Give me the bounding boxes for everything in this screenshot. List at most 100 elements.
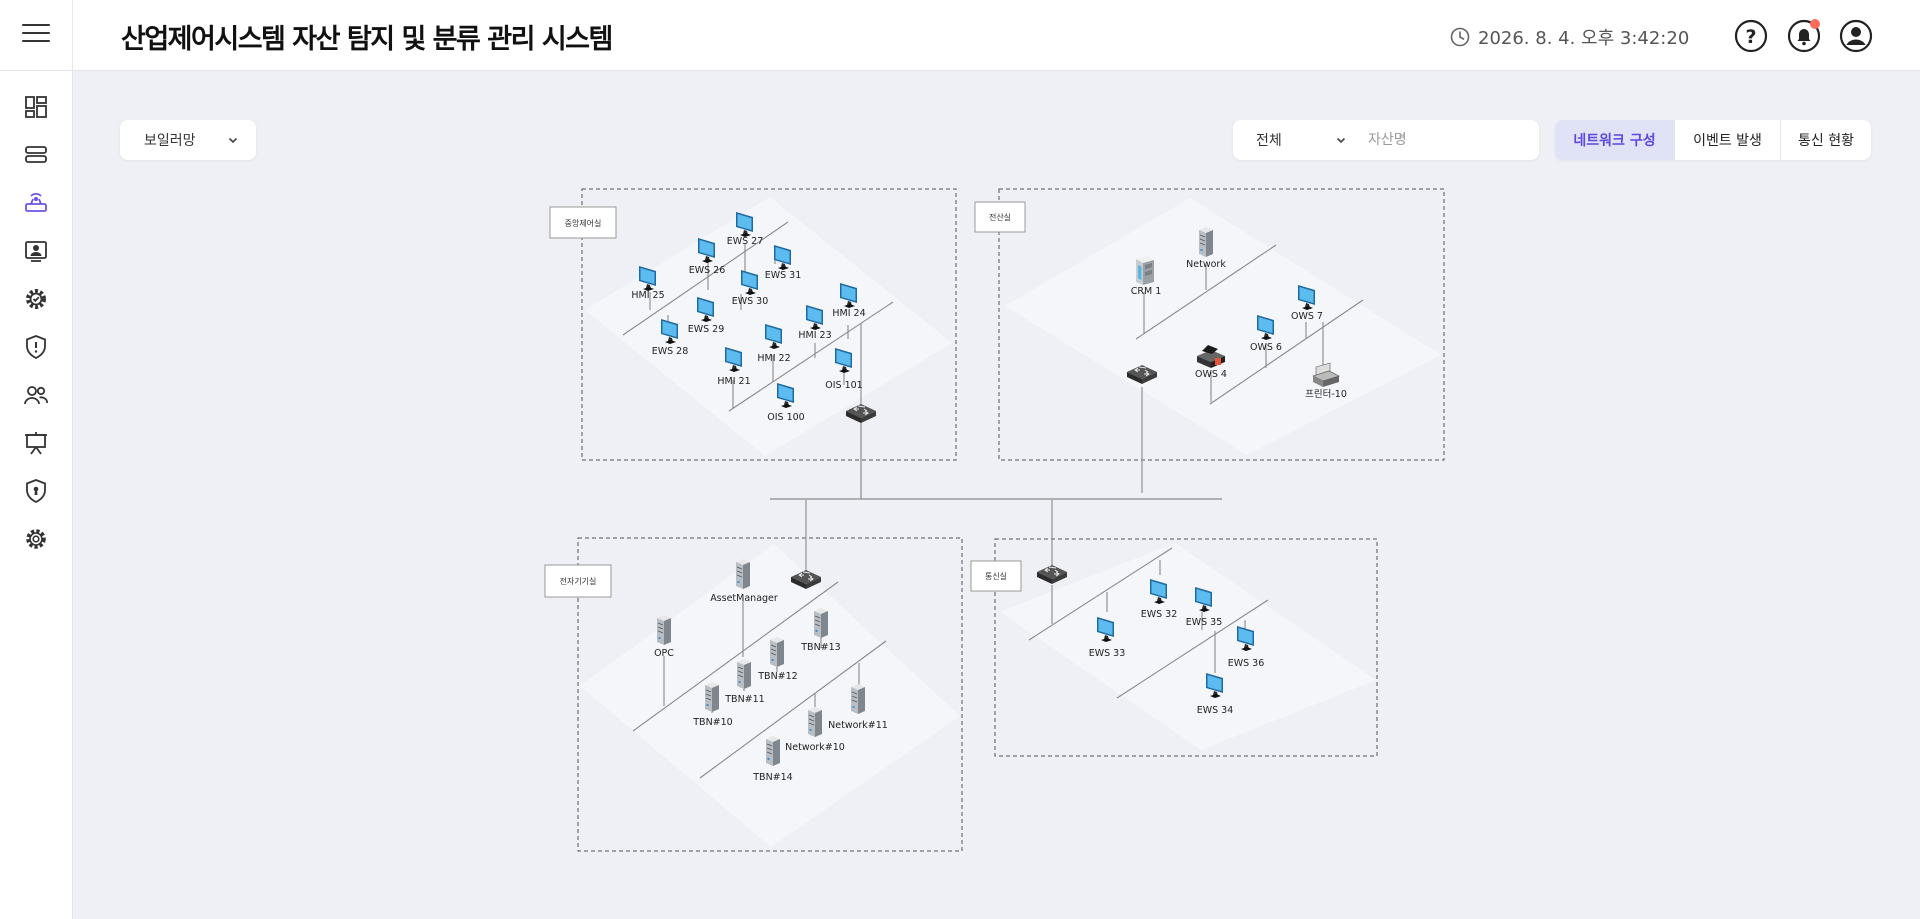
presentation-icon[interactable] bbox=[22, 429, 50, 457]
dashboard-icon[interactable] bbox=[22, 93, 50, 121]
svg-text:EWS 31: EWS 31 bbox=[765, 270, 802, 281]
svg-text:HMI 21: HMI 21 bbox=[717, 376, 750, 387]
device-asset-manager[interactable]: AssetManager bbox=[710, 558, 778, 604]
tab-event-occurrence[interactable]: 이벤트 발생 bbox=[1674, 120, 1780, 160]
menu-icon[interactable] bbox=[22, 24, 50, 46]
svg-text:HMI 23: HMI 23 bbox=[798, 330, 831, 341]
tab-communication-status[interactable]: 통신 현황 bbox=[1780, 120, 1871, 160]
svg-text:AssetManager: AssetManager bbox=[710, 593, 778, 604]
device-crm-1[interactable]: CRM 1 bbox=[1131, 256, 1162, 297]
network-switch[interactable] bbox=[1126, 364, 1158, 385]
network-select[interactable]: 보일러망 bbox=[120, 120, 256, 160]
user-icon[interactable] bbox=[1838, 18, 1874, 54]
clock-icon bbox=[1450, 27, 1470, 47]
page-title: 산업제어시스템 자산 탐지 및 분류 관리 시스템 bbox=[121, 24, 613, 55]
zone-label-control-room[interactable]: 중앙제어실 bbox=[549, 206, 617, 239]
device-ows-4[interactable]: OWS 4 bbox=[1195, 345, 1227, 380]
svg-text:EWS 33: EWS 33 bbox=[1089, 648, 1126, 659]
device-tbn-10[interactable]: TBN#10 bbox=[692, 681, 733, 728]
svg-text:TBN#14: TBN#14 bbox=[752, 772, 792, 783]
svg-text:OIS 100: OIS 100 bbox=[767, 412, 804, 423]
svg-text:프린터-10: 프린터-10 bbox=[1305, 389, 1347, 400]
device-ews-29[interactable]: EWS 29 bbox=[688, 297, 725, 335]
svg-text:Network: Network bbox=[1186, 259, 1226, 270]
svg-text:EWS 28: EWS 28 bbox=[652, 346, 689, 357]
svg-text:EWS 26: EWS 26 bbox=[689, 265, 726, 276]
device-opc[interactable]: OPC bbox=[654, 614, 674, 659]
shield-keyhole-icon[interactable] bbox=[22, 477, 50, 505]
device-tbn-13[interactable]: TBN#13 bbox=[800, 607, 841, 653]
svg-text:CRM 1: CRM 1 bbox=[1131, 286, 1162, 297]
tab-network-config[interactable]: 네트워크 구성 bbox=[1555, 120, 1674, 160]
device-ois-100[interactable]: OIS 100 bbox=[767, 383, 805, 423]
svg-text:전자기기실: 전자기기실 bbox=[560, 576, 597, 586]
device-network-10[interactable]: Network#10 bbox=[785, 706, 845, 753]
notification-badge bbox=[1810, 19, 1820, 29]
svg-text:OWS 6: OWS 6 bbox=[1250, 342, 1282, 353]
monitor-user-icon[interactable] bbox=[22, 237, 50, 265]
asset-type-select[interactable]: 전체 bbox=[1233, 120, 1358, 160]
svg-text:OIS 101: OIS 101 bbox=[825, 380, 862, 391]
device-ews-33[interactable]: EWS 33 bbox=[1089, 617, 1126, 659]
svg-text:EWS 30: EWS 30 bbox=[732, 296, 769, 307]
backbone-bus bbox=[770, 422, 1222, 500]
zone-electric-room: 전자기기실 bbox=[544, 500, 963, 852]
device-ois-101[interactable]: OIS 101 bbox=[825, 348, 863, 391]
svg-text:TBN#13: TBN#13 bbox=[800, 642, 840, 653]
zone-label-electric-room[interactable]: 전자기기실 bbox=[544, 564, 612, 598]
chevron-down-icon bbox=[228, 137, 238, 144]
svg-text:전산실: 전산실 bbox=[989, 212, 1011, 222]
bell-icon[interactable] bbox=[1786, 18, 1822, 54]
asset-search-box: 전체 bbox=[1233, 120, 1539, 160]
device-printer-10[interactable]: 프린터-10 bbox=[1305, 362, 1347, 400]
device-ews-28[interactable]: EWS 28 bbox=[652, 319, 689, 357]
device-ows-6[interactable]: OWS 6 bbox=[1250, 315, 1282, 353]
users-icon[interactable] bbox=[22, 381, 50, 409]
device-ews-36[interactable]: EWS 36 bbox=[1228, 626, 1265, 669]
device-hmi-23[interactable]: HMI 23 bbox=[798, 305, 832, 341]
top-header: 산업제어시스템 자산 탐지 및 분류 관리 시스템 2026. 8. 4. 오후… bbox=[0, 0, 1920, 71]
asset-type-value: 전체 bbox=[1256, 133, 1282, 149]
server-list-icon[interactable] bbox=[22, 141, 50, 169]
svg-text:EWS 34: EWS 34 bbox=[1197, 705, 1234, 716]
zone-label-comm-room[interactable]: 통신실 bbox=[970, 560, 1022, 592]
device-ews-35[interactable]: EWS 35 bbox=[1186, 587, 1223, 628]
device-ews-30[interactable]: EWS 30 bbox=[732, 270, 769, 307]
svg-text:HMI 22: HMI 22 bbox=[757, 353, 790, 364]
device-network-server[interactable]: Network bbox=[1186, 226, 1226, 270]
zone-label-computer-room[interactable]: 전산실 bbox=[974, 201, 1026, 233]
device-ews-34[interactable]: EWS 34 bbox=[1197, 673, 1234, 716]
device-ews-26[interactable]: EWS 26 bbox=[689, 238, 726, 276]
device-ews-27[interactable]: EWS 27 bbox=[727, 212, 764, 247]
chevron-down-icon bbox=[1336, 137, 1346, 144]
asset-name-input[interactable] bbox=[1358, 125, 1528, 155]
network-switch[interactable] bbox=[790, 569, 822, 590]
device-hmi-22[interactable]: HMI 22 bbox=[757, 324, 791, 364]
svg-text:EWS 35: EWS 35 bbox=[1186, 617, 1223, 628]
gear-check-icon[interactable] bbox=[22, 285, 50, 313]
device-hmi-24[interactable]: HMI 24 bbox=[832, 283, 866, 319]
svg-text:중앙제어실: 중앙제어실 bbox=[565, 218, 602, 228]
device-hmi-21[interactable]: HMI 21 bbox=[717, 347, 751, 387]
network-router-icon[interactable] bbox=[22, 189, 50, 217]
device-tbn-11[interactable]: TBN#11 bbox=[724, 658, 765, 705]
svg-text:TBN#11: TBN#11 bbox=[724, 694, 764, 705]
device-hmi-25[interactable]: HMI 25 bbox=[631, 266, 665, 301]
svg-text:OWS 7: OWS 7 bbox=[1291, 311, 1323, 322]
device-ows-7[interactable]: OWS 7 bbox=[1291, 285, 1323, 322]
device-tbn-12[interactable]: TBN#12 bbox=[757, 636, 798, 682]
svg-text:EWS 29: EWS 29 bbox=[688, 324, 725, 335]
svg-text:OWS 4: OWS 4 bbox=[1195, 369, 1227, 380]
help-icon[interactable]: ? bbox=[1733, 18, 1769, 54]
settings-icon[interactable] bbox=[22, 525, 50, 553]
device-ews-32[interactable]: EWS 32 bbox=[1141, 579, 1178, 620]
sidebar bbox=[0, 71, 73, 919]
network-switch[interactable] bbox=[1036, 564, 1068, 585]
network-switch[interactable] bbox=[845, 403, 877, 424]
device-network-11[interactable]: Network#11 bbox=[828, 683, 888, 731]
shield-alert-icon[interactable] bbox=[22, 333, 50, 361]
device-tbn-14[interactable]: TBN#14 bbox=[752, 735, 793, 783]
device-ews-31[interactable]: EWS 31 bbox=[765, 245, 802, 281]
zone-comm-room: 통신실 bbox=[970, 500, 1378, 757]
header-divider bbox=[72, 0, 73, 71]
